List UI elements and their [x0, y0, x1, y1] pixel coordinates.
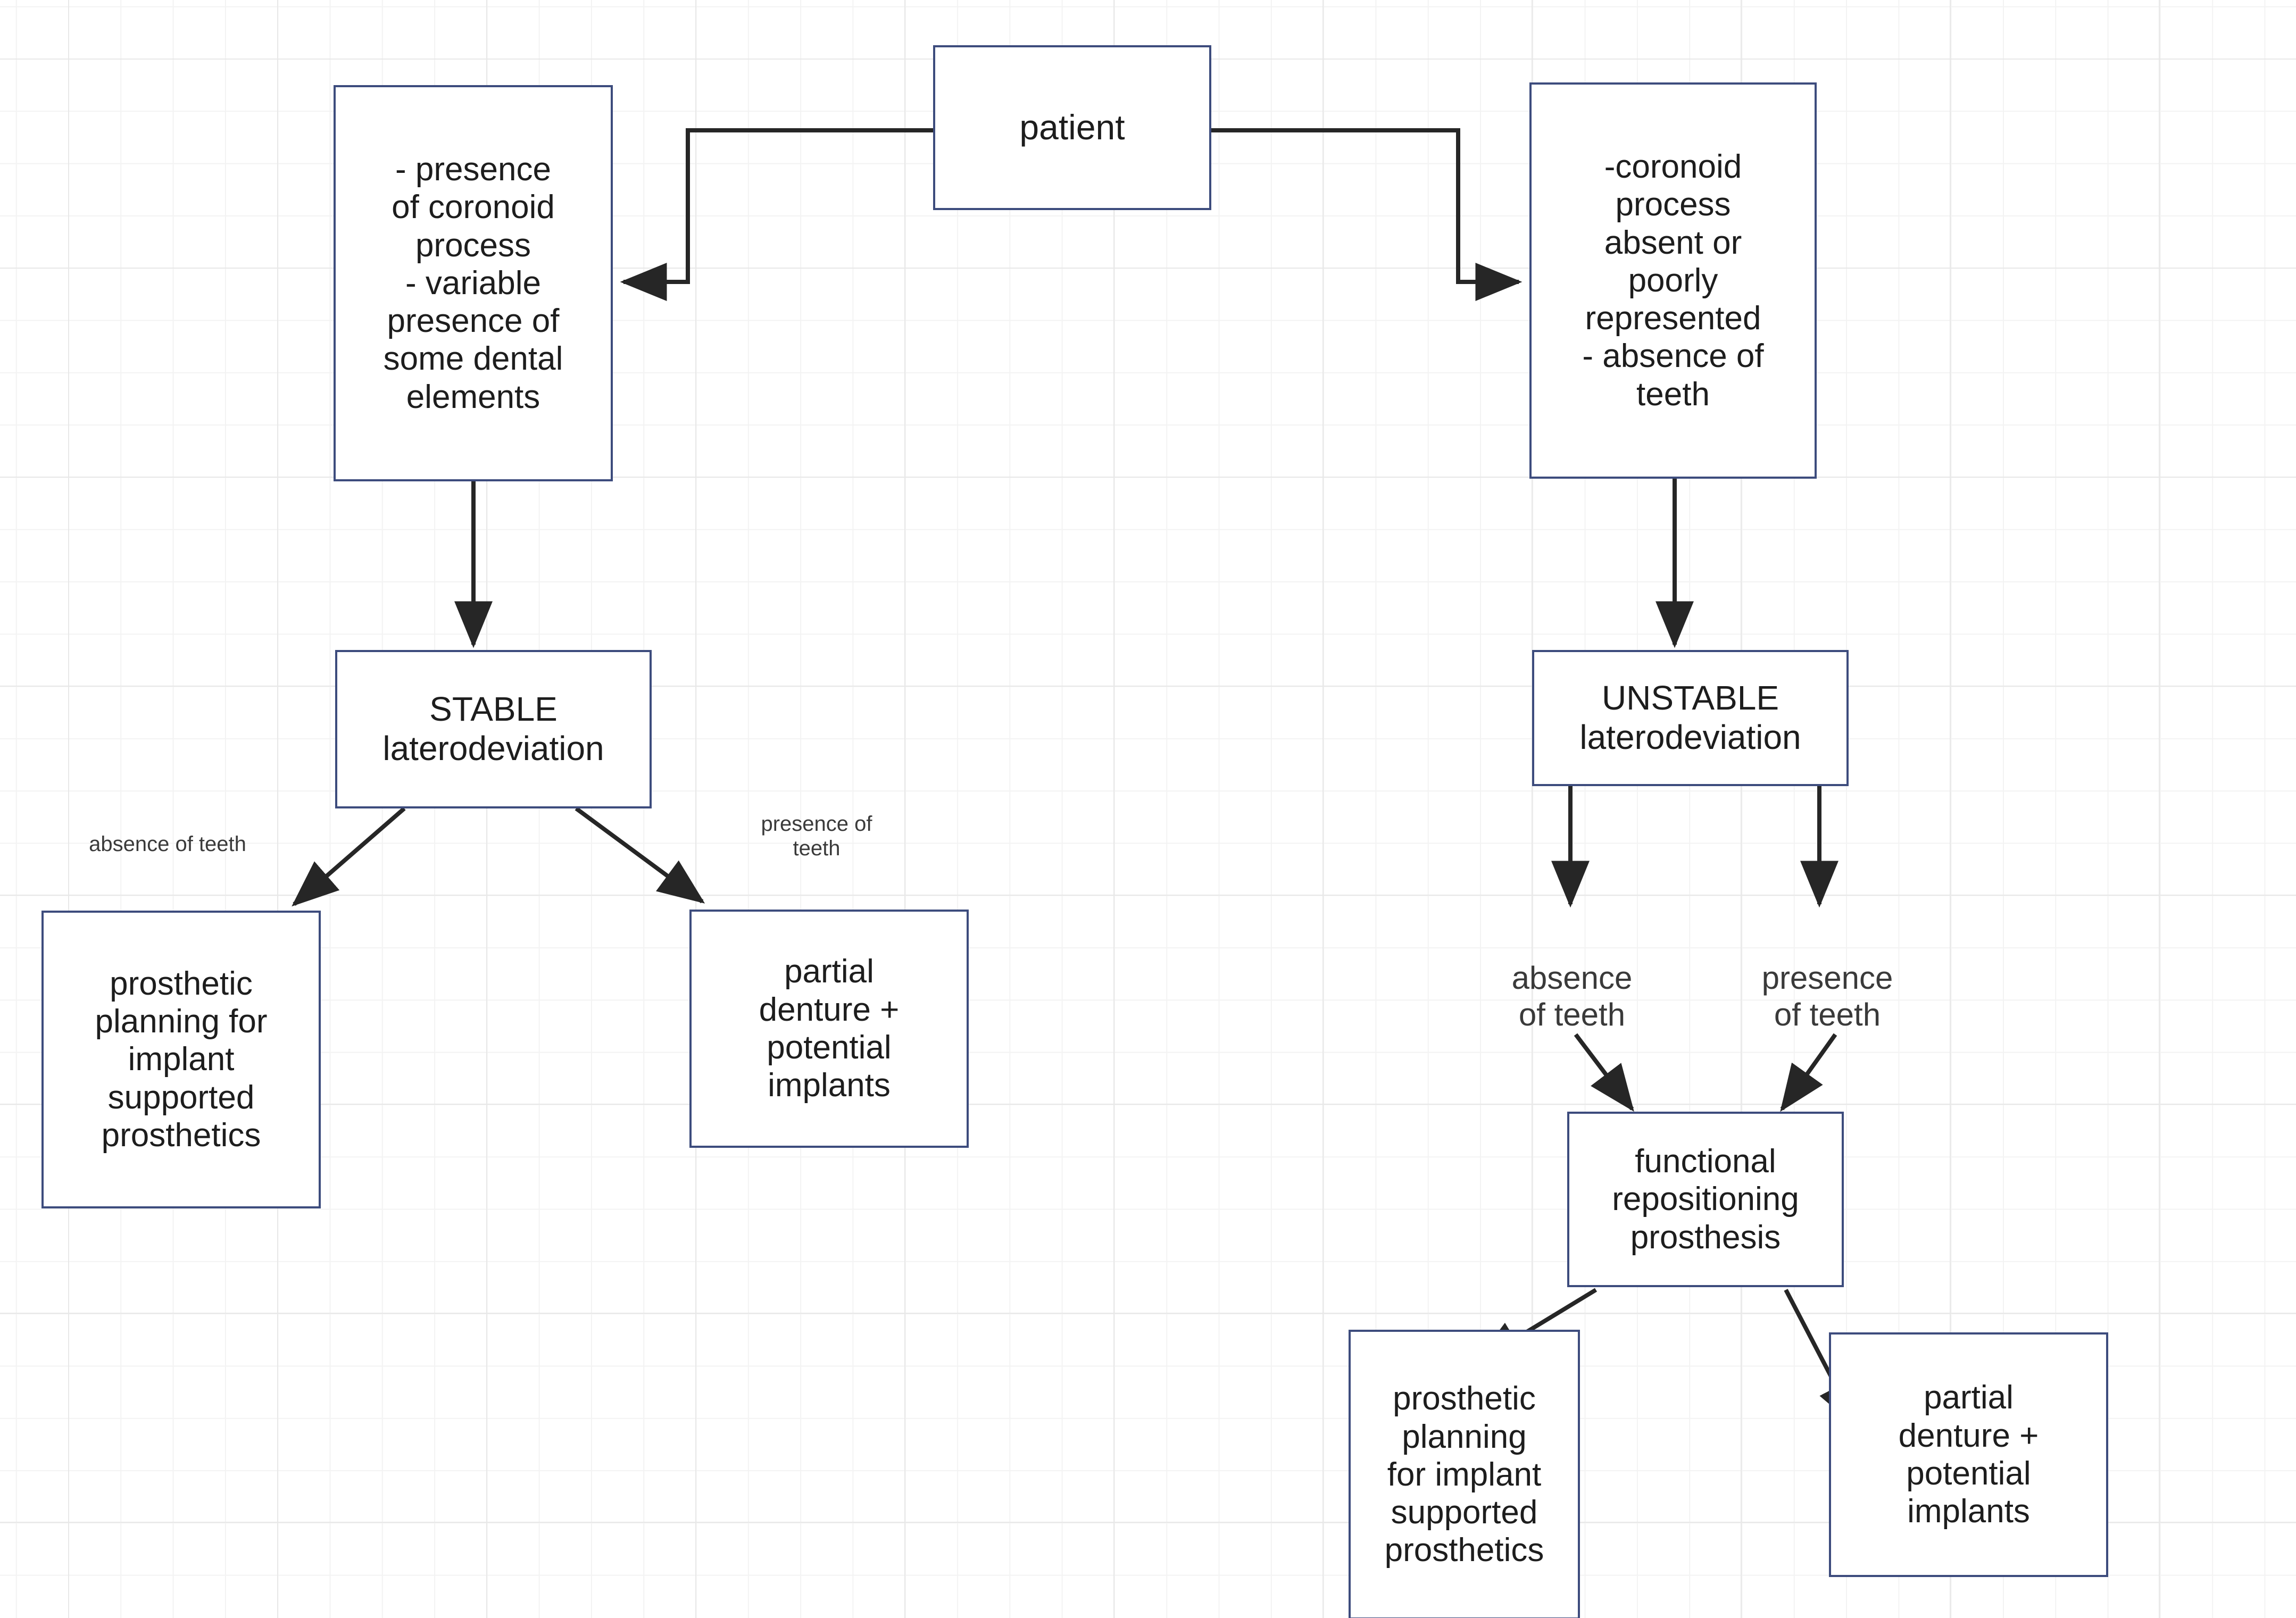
node-patient-label: patient [1019, 107, 1125, 147]
edge-label-stable-absence-text: absence of teeth [89, 832, 246, 856]
node-stable-implant-planning-label: prosthetic planning for implant supporte… [95, 965, 268, 1154]
edge-label-unstable-presence-of-teeth: presence of teeth [1724, 923, 1931, 1033]
node-functional-prosthesis-label: functional repositioning prosthesis [1612, 1143, 1799, 1256]
edge-patient-to-left-criteria [620, 128, 933, 301]
edge-presence-to-functional-prosthesis [1780, 1033, 1837, 1112]
node-left-criteria-label: - presence of coronoid process - variabl… [383, 151, 563, 415]
edge-stable-to-partial-denture [575, 806, 705, 904]
edge-absence-to-functional-prosthesis [1574, 1033, 1634, 1112]
node-unstable-label: UNSTABLE laterodeviation [1579, 679, 1801, 756]
node-patient[interactable]: patient [933, 45, 1211, 210]
edge-patient-to-right-criteria [1211, 128, 1523, 301]
edge-label-stable-presence-text: presence of teeth [761, 812, 872, 860]
edge-label-unstable-absence-text: absence of teeth [1511, 960, 1633, 1032]
node-left-criteria[interactable]: - presence of coronoid process - variabl… [334, 85, 613, 481]
node-right-criteria[interactable]: -coronoid process absent or poorly repre… [1529, 82, 1817, 479]
node-functional-prosthesis[interactable]: functional repositioning prosthesis [1567, 1112, 1844, 1287]
node-stable-partial-denture-label: partial denture + potential implants [759, 953, 900, 1104]
node-unstable-implant-planning[interactable]: prosthetic planning for implant supporte… [1349, 1330, 1580, 1618]
node-stable-implant-planning[interactable]: prosthetic planning for implant supporte… [41, 911, 321, 1208]
edge-label-stable-absence-of-teeth: absence of teeth [56, 807, 279, 856]
edge-label-unstable-presence-text: presence of teeth [1761, 960, 1893, 1032]
edge-stable-to-implant-planning [292, 806, 406, 907]
node-unstable-implant-planning-label: prosthetic planning for implant supporte… [1384, 1380, 1544, 1569]
node-unstable-partial-denture[interactable]: partial denture + potential implants [1829, 1332, 2108, 1577]
node-stable-partial-denture[interactable]: partial denture + potential implants [689, 910, 969, 1148]
edge-label-stable-presence-of-teeth: presence of teeth [713, 787, 920, 861]
node-unstable-partial-denture-label: partial denture + potential implants [1898, 1379, 2039, 1530]
edge-label-unstable-absence-of-teeth: absence of teeth [1468, 923, 1676, 1033]
node-stable-label: STABLE laterodeviation [382, 690, 604, 768]
node-right-criteria-label: -coronoid process absent or poorly repre… [1582, 148, 1764, 413]
node-stable-laterodeviation[interactable]: STABLE laterodeviation [335, 650, 652, 808]
node-unstable-laterodeviation[interactable]: UNSTABLE laterodeviation [1532, 650, 1849, 786]
